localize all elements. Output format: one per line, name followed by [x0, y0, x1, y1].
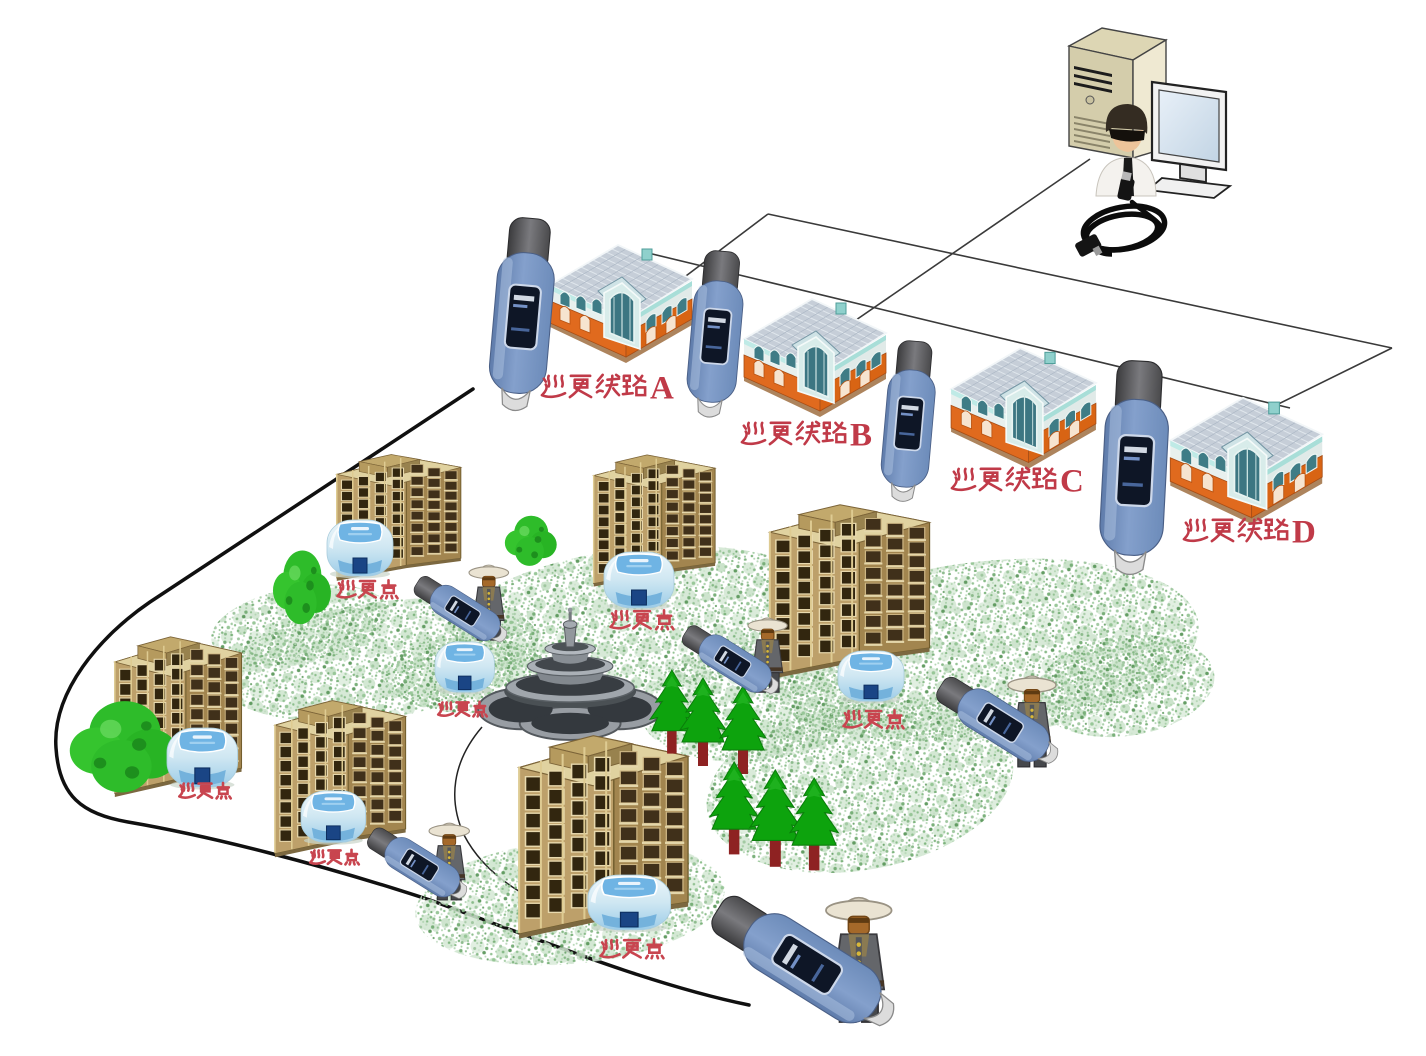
svg-text:A: A: [650, 371, 674, 407]
svg-text:B: B: [850, 418, 872, 454]
svg-text:D: D: [1292, 515, 1316, 551]
svg-text:C: C: [1060, 464, 1084, 500]
